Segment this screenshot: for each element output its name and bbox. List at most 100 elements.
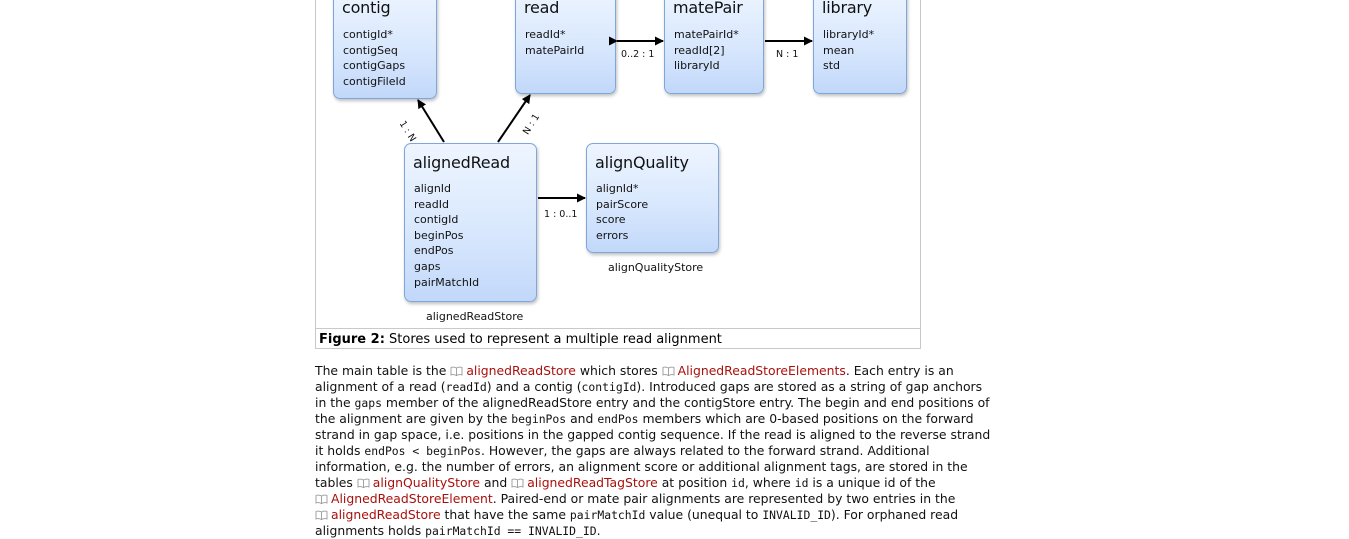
link-alignedreadstore[interactable]: alignedReadStore [450,363,576,378]
contig-store-box: contig contigId* contigSeq contigGaps co… [333,0,437,99]
field: libraryId [674,59,720,73]
link-alignedreadtagstore[interactable]: alignedReadTagStore [511,475,658,490]
text: , where [744,475,795,490]
field: readId [414,197,449,211]
text: and [566,411,598,426]
library-fields: libraryId* mean std [823,27,874,74]
code-endpos: endPos [597,412,639,426]
text-line: The main table is the alignedReadStore w… [315,363,1055,379]
alignedread-title: alignedRead [413,153,510,172]
body-paragraph: The main table is the alignedReadStore w… [315,363,1055,539]
matepair-title: matePair [673,0,743,17]
figure-caption: Figure 2: Stores used to represent a mul… [316,328,920,348]
contig-fields: contigId* contigSeq contigGaps contigFil… [343,27,406,89]
field: libraryId* [823,28,875,41]
alignquality-title: alignQuality [595,153,689,172]
text: alignments holds [315,523,426,538]
link-alignedreadstore[interactable]: alignedReadStore [315,507,441,522]
field: contigFileId [343,74,406,88]
text-line: alignment of a read (readId) and a conti… [315,379,1055,395]
text: it holds [315,443,365,458]
field: alignId* [596,182,639,195]
relation-label-alignedread-alignquality: 1 : 0..1 [544,209,578,220]
matepair-fields: matePairId* readId[2] libraryId [674,27,739,74]
code-invalid-id: INVALID_ID [762,508,831,522]
field: endPos [414,244,454,258]
code-pairmatchid-invalid: pairMatchId == INVALID_ID [425,524,597,538]
field: contigId* [343,28,393,41]
book-icon [450,366,463,376]
code-beginpos: beginPos [511,412,567,426]
text: . Each entry is an [845,363,954,378]
library-store-box: library libraryId* mean std [813,0,907,94]
alignedread-fields: alignId readId contigId beginPos endPos … [414,181,479,290]
text-line: information, e.g. the number of errors, … [315,459,1055,475]
text: and [480,475,512,490]
link-alignedreadstoreelements[interactable]: AlignedReadStoreElements [662,363,846,378]
text: information, e.g. the number of errors, … [315,459,968,474]
field: pairMatchId [414,275,480,289]
field: readId[2] [674,43,725,57]
text: that have the same [440,507,570,522]
code-readid: readId [445,380,487,394]
text: ) and a contig ( [486,379,582,394]
relation-label-read-matepair: 0..2 : 1 [621,49,655,60]
text-line: in the gaps member of the alignedReadSto… [315,395,1055,411]
field: contigId [414,213,459,227]
book-icon [511,478,524,488]
text-line: alignedReadStore that have the same pair… [315,507,1055,523]
book-icon [315,510,328,520]
field: matePairId [525,43,585,57]
field: alignId [414,182,452,195]
matepair-store-box: matePair matePairId* readId[2] libraryId [664,0,764,94]
alignedreadstore-label: alignedReadStore [426,310,524,323]
text-line: strand in gap space, i.e. positions in t… [315,427,1055,443]
code-id: id [731,476,745,490]
code-pairmatchid: pairMatchId [569,508,646,522]
code-endpos-lt-beginpos: endPos < beginPos [364,444,481,458]
link-alignedreadstoreelement[interactable]: AlignedReadStoreElement [315,491,493,506]
library-title: library [822,0,873,17]
field: gaps [414,259,441,273]
field: score [596,213,626,227]
field: mean [823,43,855,57]
field: errors [596,228,629,242]
link-text: alignedReadStore [466,363,576,378]
text: alignment of a read ( [315,379,446,394]
link-text: alignedReadTagStore [527,475,658,490]
text: at position [657,475,732,490]
field: contigSeq [343,43,398,57]
alignquality-fields: alignId* pairScore score errors [596,181,648,243]
relation-label-matepair-library: N : 1 [776,49,799,60]
text-line: AlignedReadStoreElement. Paired-end or m… [315,491,1055,507]
field: readId* [525,28,566,41]
text-line: alignments holds pairMatchId == INVALID_… [315,523,1055,539]
text: ). For orphaned read [830,507,959,522]
text: is a unique id of the [808,475,936,490]
alignqualitystore-label: alignQualityStore [608,261,704,274]
text: the alignment are given by the [315,411,512,426]
link-alignqualitystore[interactable]: alignQualityStore [357,475,480,490]
link-text: alignQualityStore [372,475,481,490]
text: The main table is the [315,363,451,378]
code-id: id [794,476,809,490]
code-gaps: gaps [354,396,382,410]
code-contigid: contigId [581,380,637,394]
contig-title: contig [342,0,391,17]
book-icon [315,494,328,504]
link-text: alignedReadStore [331,507,441,522]
read-fields: readId* matePairId [525,27,584,58]
text: strand in gap space, i.e. positions in t… [315,427,991,442]
text: member of the alignedReadStore entry and… [381,395,990,410]
text: in the [315,395,355,410]
text-line: the alignment are given by the beginPos … [315,411,1055,427]
text: . However, the gaps are always related t… [480,443,930,458]
alignedread-store-box: alignedRead alignId readId contigId begi… [404,143,537,302]
text: . [596,523,601,538]
text: which stores [575,363,662,378]
text-line: tables alignQualityStore and alignedRead… [315,475,1055,491]
alignquality-store-box: alignQuality alignId* pairScore score er… [586,143,719,253]
book-icon [662,366,675,376]
field: std [823,59,841,73]
link-text: AlignedReadStoreElements [677,363,846,378]
